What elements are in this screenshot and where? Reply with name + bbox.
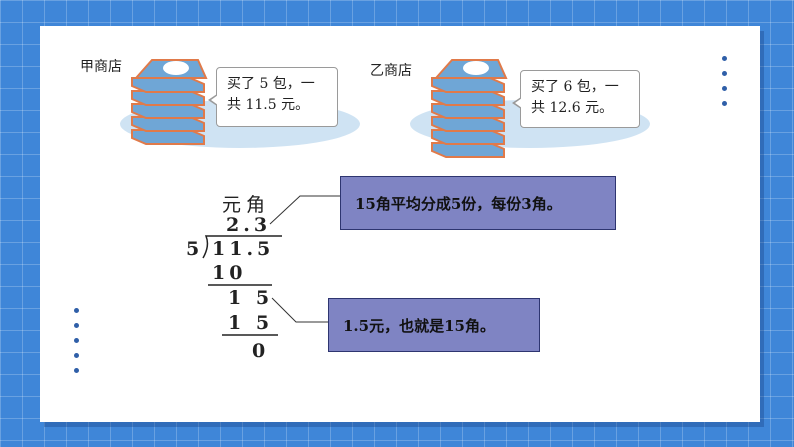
decorative-dots-left [74, 308, 79, 373]
package-stack-2-icon [431, 59, 508, 158]
unit-jiao: 角 [246, 194, 266, 216]
package-icon [431, 129, 505, 145]
package-label-icon [163, 61, 189, 75]
step-subtract-2: 1 5 [228, 312, 274, 334]
unit-yuan: 元 [222, 194, 242, 216]
step-subtract-1: 10 [212, 262, 247, 284]
package-icon [131, 77, 205, 93]
speech-line-2: 共 11.5 元。 [227, 97, 310, 113]
speech-line-1: 买了 5 包，一 [227, 76, 315, 92]
package-icon [131, 103, 205, 119]
package-icon [431, 116, 505, 132]
decorative-dots-right [722, 56, 727, 106]
package-icon [131, 90, 205, 106]
package-icon [431, 103, 505, 119]
shop-label-jia: 甲商店 [80, 59, 122, 75]
connector-bottom [271, 297, 328, 323]
package-icon [431, 77, 505, 93]
divisor: 5 [186, 238, 204, 260]
package-icon [131, 129, 205, 145]
remainder: 0 [252, 340, 270, 362]
quotient: 2.3 [226, 214, 272, 236]
package-icon [431, 90, 505, 106]
package-icon [431, 142, 505, 158]
speech-bubble-jia: 买了 5 包，一 共 11.5 元。 [208, 67, 338, 127]
speech-line-2: 共 12.6 元。 [531, 100, 614, 116]
step-bring-down: 1 5 [228, 287, 274, 309]
package-icon [131, 116, 205, 132]
shop-label-yi: 乙商店 [370, 63, 412, 79]
division-bracket [202, 235, 282, 259]
note-bottom: 1.5元，也就是15角。 [328, 298, 540, 352]
speech-line-1: 买了 6 包，一 [531, 79, 619, 95]
speech-bubble-yi: 买了 6 包，一 共 12.6 元。 [512, 70, 640, 128]
connector-top [269, 195, 340, 225]
note-top: 15角平均分成5份，每份3角。 [340, 176, 616, 230]
dividend: 11.5 [212, 238, 275, 260]
package-label-icon [463, 61, 489, 75]
package-stack-1-icon [131, 59, 208, 145]
